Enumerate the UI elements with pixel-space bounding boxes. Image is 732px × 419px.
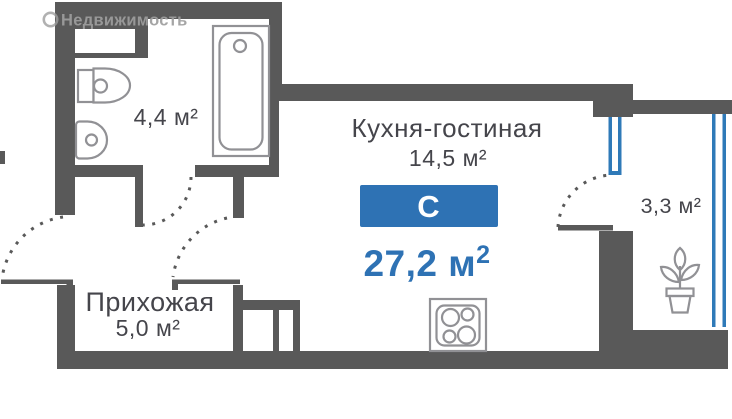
ring-logo-icon [42,11,59,28]
stove-icon [428,297,488,353]
balcony-door-glazing [608,117,612,174]
total-area-label: 27,2 м2 [363,241,490,284]
balcony-area-label: 3,3 м² [641,194,702,218]
door-leaves [1,225,613,291]
bathtub-icon [211,24,271,158]
walls [0,2,732,369]
watermark-label: Недвижимость [61,12,188,30]
type-badge [360,185,498,227]
balcony-window [712,114,716,327]
wall-niche [73,29,135,53]
plant-icon [659,246,701,314]
kitchen-living-name-label: Кухня-гостиная [352,113,543,143]
room-labels: 4,4 м² Кухня-гостиная 14,5 м² Прихожая 5… [85,104,702,341]
sink-icon [74,120,109,160]
door-swing-arcs [0,173,613,280]
watermark: Недвижимость [42,11,188,30]
hallway-area-label: 5,0 м² [116,315,181,341]
bathroom-area-label: 4,4 м² [134,104,199,130]
hallway-name-label: Прихожая [85,287,214,317]
type-badge-label: С [417,189,439,224]
apartment-summary: С 27,2 м2 [360,185,498,284]
kitchen-living-area-label: 14,5 м² [409,145,487,171]
windows [608,114,726,327]
toilet-icon [76,67,132,104]
